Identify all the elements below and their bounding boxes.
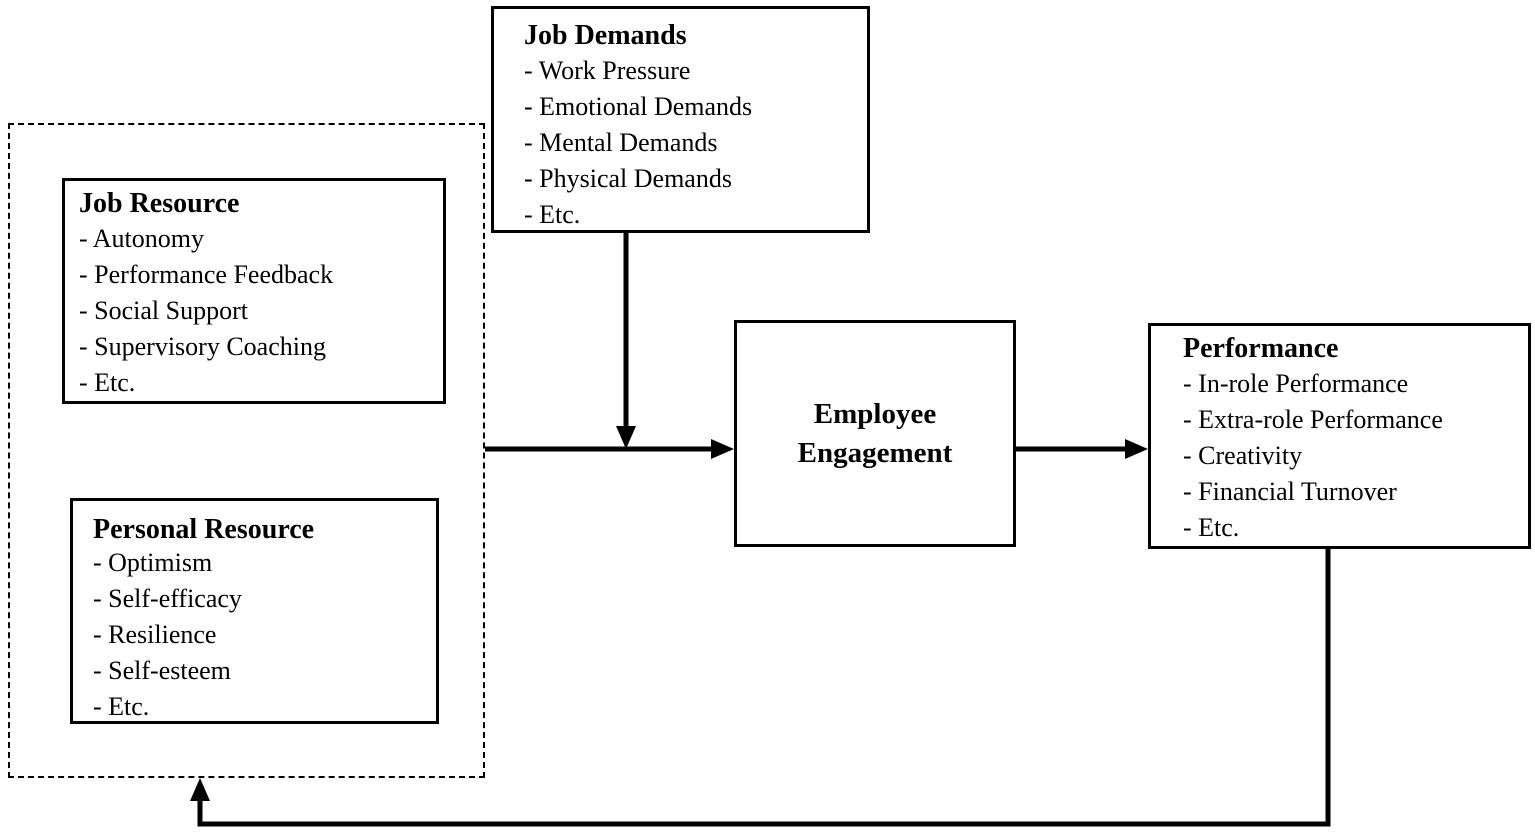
job-resource-box: Job Resource - Autonomy - Performance Fe…: [62, 178, 446, 404]
performance-list: - In-role Performance - Extra-role Perfo…: [1183, 366, 1528, 546]
job-resource-item: - Etc.: [79, 368, 136, 397]
performance-box: Performance - In-role Performance - Extr…: [1148, 323, 1531, 549]
feedback-loop-line: [197, 549, 1331, 827]
resources-group: [8, 123, 485, 778]
personal-resource-title: Personal Resource: [93, 514, 315, 545]
job-demands-list: - Work Pressure - Emotional Demands - Me…: [524, 53, 867, 233]
employee-engagement-label: Employee Engagement: [797, 397, 953, 469]
personal-resource-item: - Self-esteem: [93, 656, 231, 685]
personal-resource-item: - Self-efficacy: [93, 584, 242, 613]
personal-resource-item: - Resilience: [93, 620, 217, 649]
performance-item: - Etc.: [1183, 513, 1240, 542]
job-demands-item: - Mental Demands: [524, 128, 718, 157]
performance-item: - In-role Performance: [1183, 369, 1409, 398]
job-resource-item: - Social Support: [79, 296, 248, 325]
job-resource-item: - Autonomy: [79, 224, 204, 253]
performance-item: - Extra-role Performance: [1183, 405, 1443, 434]
personal-resource-box: Personal Resource - Optimism - Self-effi…: [70, 498, 439, 724]
personal-resource-item: - Optimism: [93, 548, 213, 577]
job-resource-list: - Autonomy - Performance Feedback - Soci…: [79, 221, 443, 401]
job-demands-item: - Etc.: [524, 200, 581, 229]
job-demands-box: Job Demands - Work Pressure - Emotional …: [491, 6, 870, 233]
employee-engagement-box: Employee Engagement: [734, 320, 1016, 547]
performance-title: Performance: [1183, 333, 1339, 364]
performance-item: - Financial Turnover: [1183, 477, 1397, 506]
job-resource-title: Job Resource: [79, 188, 240, 219]
job-demands-item: - Work Pressure: [524, 56, 691, 85]
feedback-loop-arrowhead: [190, 778, 210, 801]
resources-to-engagement-arrowhead: [711, 439, 734, 459]
personal-resource-list: - Optimism - Self-efficacy - Resilience …: [93, 545, 436, 725]
performance-item: - Creativity: [1183, 441, 1303, 470]
job-demands-item: - Physical Demands: [524, 164, 732, 193]
job-resource-item: - Performance Feedback: [79, 260, 334, 289]
job-demands-item: - Emotional Demands: [524, 92, 753, 121]
job-resource-item: - Supervisory Coaching: [79, 332, 326, 361]
personal-resource-item: - Etc.: [93, 692, 150, 721]
demands-to-path-arrowhead: [616, 426, 636, 449]
job-demands-title: Job Demands: [524, 20, 687, 51]
engagement-to-performance-arrowhead: [1125, 439, 1148, 459]
